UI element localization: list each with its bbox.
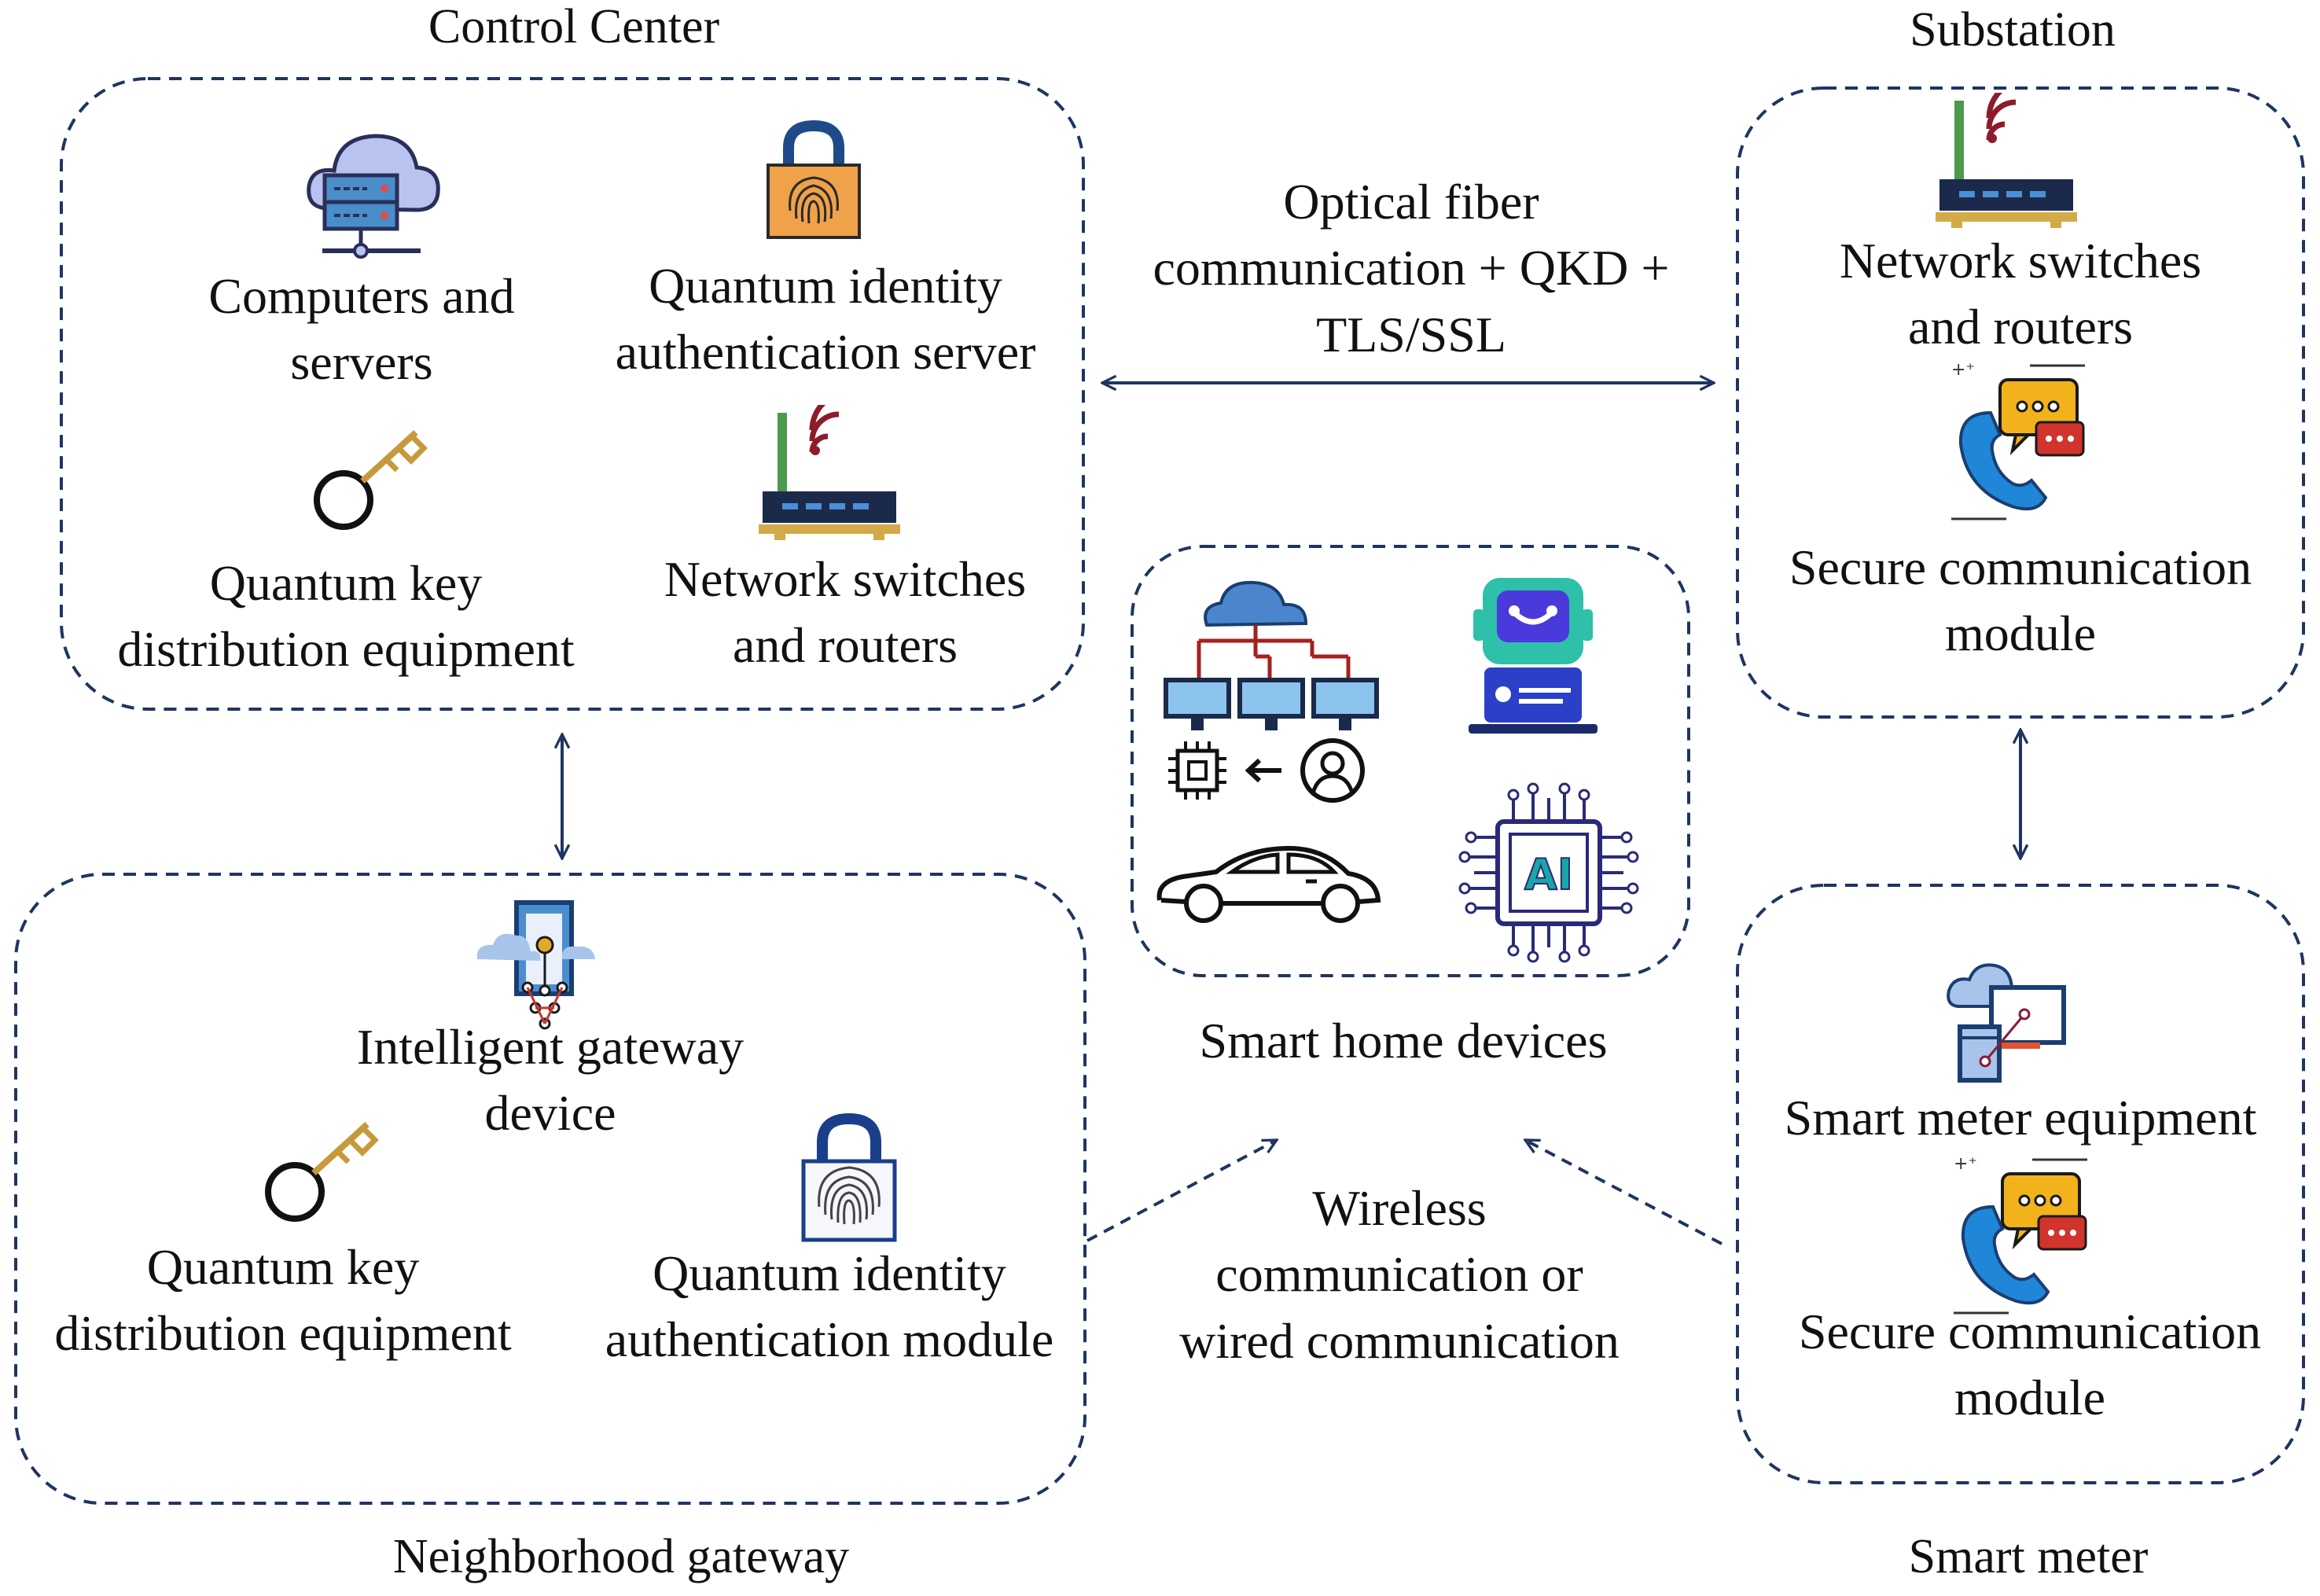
key-icon [314, 430, 428, 530]
neighborhood-gateway-title: Neighborhood gateway [392, 1530, 850, 1583]
gateway-label: Intelligent gateway device [356, 1019, 745, 1142]
car-icon [1156, 845, 1381, 923]
smart-meter-frame [1736, 884, 2305, 1484]
qkd-label: Quantum key distribution equipment [117, 555, 575, 678]
control-center-title: Control Center [428, 0, 720, 53]
svg-text:+⁺: +⁺ [1951, 360, 1975, 380]
neighborhood-gateway-frame [14, 873, 1086, 1505]
ai-chip-icon: AI [1458, 782, 1639, 963]
fingerprint-lock-icon [767, 120, 861, 239]
wireless-link-label: Wireless communication or wired communic… [1179, 1180, 1620, 1369]
robot-icon [1469, 578, 1598, 734]
router-icon-substation [1936, 93, 2077, 228]
ng-qkd-label: Quantum key distribution equipment [54, 1239, 512, 1362]
smart-meter-title: Smart meter [1908, 1530, 2149, 1583]
wireless-arrow-left [1086, 1138, 1277, 1242]
smart-home-frame [1131, 545, 1690, 977]
router-icon [759, 405, 900, 540]
svg-text:+⁺: +⁺ [1954, 1154, 1977, 1174]
smart-meter-icon [1947, 963, 2066, 1083]
ai-chip-text: AI [1524, 850, 1573, 899]
network-tree-icon [1164, 580, 1379, 730]
phone-chat-icon: +⁺ [1951, 360, 2085, 520]
gateway-device-icon [476, 900, 595, 1030]
substation-switches-label: Network switches and routers [1839, 233, 2202, 355]
key-icon-neighborhood [265, 1122, 379, 1222]
computers-label: Computers and servers [208, 268, 515, 391]
fingerprint-lock-icon-neighborhood [801, 1112, 897, 1242]
qia-server-label: Quantum identity authentication server [615, 258, 1036, 381]
phone-chat-icon-meter: +⁺ [1954, 1154, 2087, 1315]
substation-frame [1736, 86, 2305, 719]
switches-label: Network switches and routers [664, 551, 1027, 674]
meter-secure-comm-label: Secure communication module [1798, 1304, 2262, 1426]
qia-module-label: Quantum identity authentication module [605, 1245, 1054, 1368]
cloud-server-icon [307, 134, 440, 259]
chip-user-icon [1168, 738, 1365, 803]
control-center-frame [60, 77, 1085, 711]
smart-meter-label: Smart meter equipment [1784, 1090, 2257, 1146]
smart-home-title: Smart home devices [1199, 1013, 1608, 1068]
fiber-link-label: Optical fiber communication + QKD + TLS/… [1153, 174, 1670, 362]
substation-title: Substation [1910, 3, 2116, 57]
substation-secure-comm-label: Secure communication module [1789, 539, 2252, 662]
